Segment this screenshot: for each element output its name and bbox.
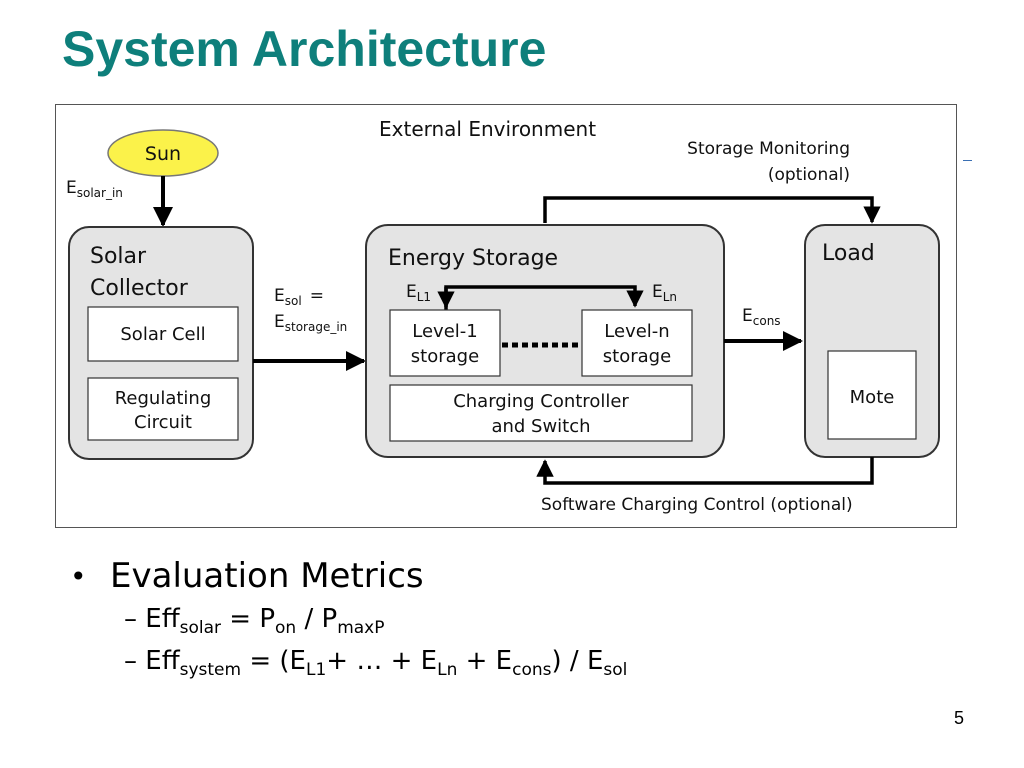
e-sol-label: Esol= [274, 286, 324, 308]
storage-monitoring-line2: (optional) [768, 165, 850, 185]
divide: / [296, 604, 322, 634]
eff-text: Eff [145, 646, 180, 677]
dash: – [124, 646, 137, 677]
equals: = [221, 604, 260, 634]
dash: – [124, 604, 137, 634]
e-cons-sub: cons [512, 660, 552, 681]
e-cons-base: E [495, 646, 513, 677]
leveln-line2: storage [603, 346, 671, 367]
e-cons-label: Econs [742, 306, 781, 328]
e-l1-label: EL1 [406, 282, 431, 304]
e-ln-sub: Ln [437, 660, 458, 681]
software-charging-arrow [536, 457, 874, 485]
eff-text: Eff [145, 604, 180, 634]
bullet-list: • Evaluation Metrics – Effsolar = Pon / … [70, 556, 627, 680]
bullet-evaluation-metrics: • Evaluation Metrics [70, 556, 627, 596]
metric-eff-solar: – Effsolar = Pon / PmaxP [124, 604, 627, 638]
solar-cell-label: Solar Cell [120, 324, 205, 345]
p-on-sub: on [275, 618, 297, 639]
leveln-line1: Level-n [604, 321, 669, 342]
storage-monitoring-line1: Storage Monitoring [687, 139, 850, 159]
load-label: Load [822, 241, 875, 266]
bullet-main-text: Evaluation Metrics [110, 556, 424, 596]
solar-collector-line2: Collector [90, 276, 189, 301]
energy-storage-label: Energy Storage [388, 246, 558, 271]
slide-title: System Architecture [62, 21, 547, 77]
e-solar-in-label: Esolar_in [66, 178, 123, 200]
eff-system-sub: system [179, 660, 242, 681]
level1-storage-box [389, 309, 501, 377]
storage-monitoring-arrow [543, 196, 881, 224]
e-storage-in-label: Estorage_in [274, 312, 347, 334]
level1-line1: Level-1 [412, 321, 477, 342]
page-number: 5 [953, 708, 964, 728]
p-on-base: P [259, 604, 276, 634]
plus-ellipsis: + … + [326, 646, 421, 677]
external-environment-label: External Environment [379, 117, 596, 141]
e-ln-base: E [420, 646, 438, 677]
mote-box [827, 350, 917, 440]
eff-solar-sub: solar [179, 618, 221, 639]
p-maxp-base: P [321, 604, 338, 634]
charging-controller-line2: and Switch [491, 416, 590, 437]
solar-collector-line1: Solar [90, 244, 147, 269]
equals-paren: = ( [241, 646, 290, 677]
charging-controller-line1: Charging Controller [453, 391, 629, 412]
bullet-dot: • [70, 559, 87, 593]
e-l1-base: E [289, 646, 306, 677]
mote-label: Mote [850, 387, 895, 408]
p-maxp-sub: maxP [337, 618, 385, 639]
e-sol-base: E [586, 646, 604, 677]
software-charging-label: Software Charging Control (optional) [541, 495, 853, 515]
regulating-circuit-line2: Circuit [134, 412, 192, 433]
e-l1-sub: L1 [305, 660, 327, 681]
charging-controller-box [389, 384, 693, 442]
level1-line2: storage [411, 346, 479, 367]
leveln-storage-box [581, 309, 693, 377]
plus: + [457, 646, 496, 677]
architecture-diagram-svg: External Environment Sun Esolar_in Solar… [66, 117, 940, 515]
regulating-circuit-box [87, 377, 239, 441]
e-sol-sub: sol [603, 660, 628, 681]
solar-cell-box [87, 306, 239, 362]
close-divide: ) / [551, 646, 587, 677]
metric-eff-system: – Effsystem = (EL1+ … + ELn + Econs) / E… [124, 646, 627, 680]
e-ln-label: ELn [652, 282, 677, 304]
stray-tick-mark [963, 160, 972, 161]
sun-label: Sun [145, 143, 181, 165]
architecture-diagram: External Environment Sun Esolar_in Solar… [55, 104, 957, 528]
regulating-circuit-line1: Regulating [115, 388, 212, 409]
